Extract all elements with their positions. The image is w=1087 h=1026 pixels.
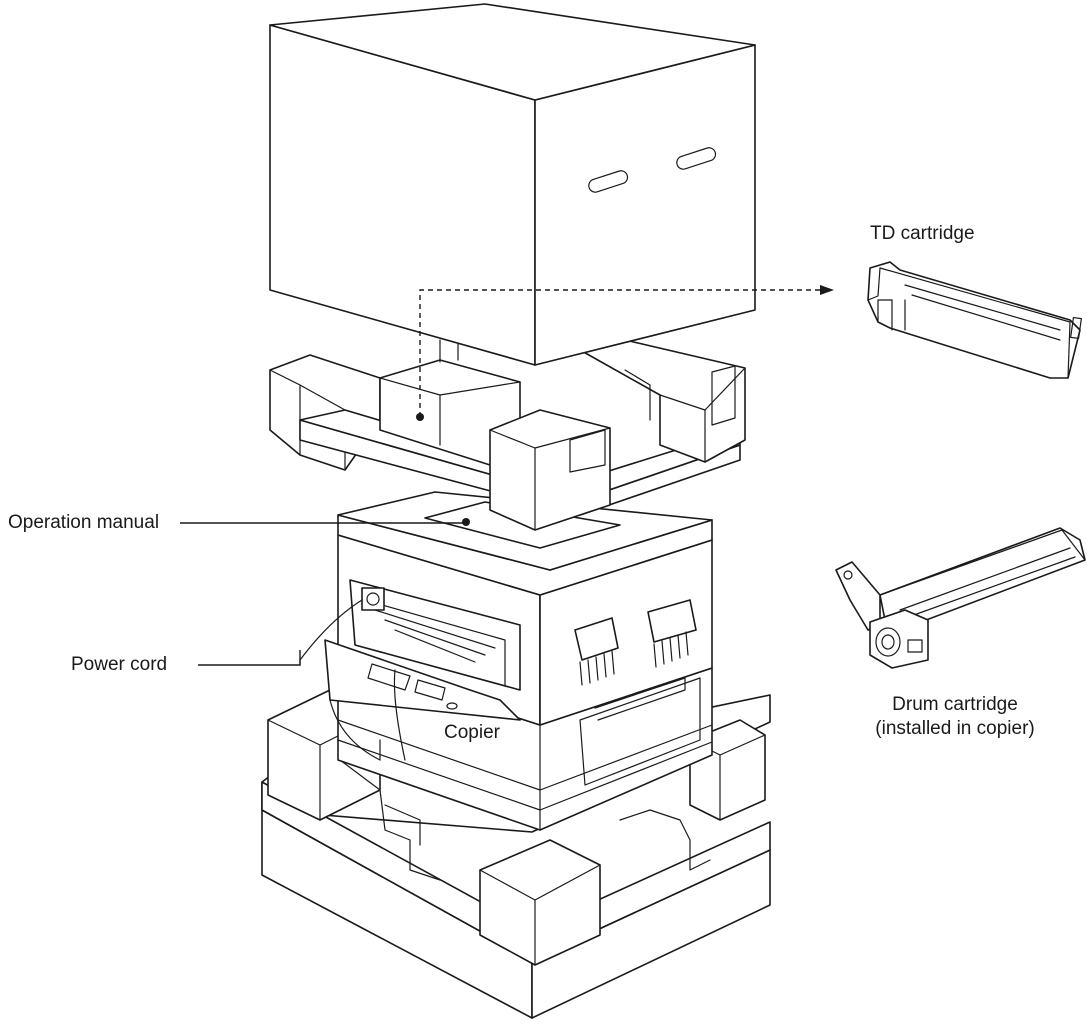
power-cord-leader: [198, 650, 301, 666]
bottom-tray: [261, 689, 771, 1019]
td-cartridge-drawing: [867, 261, 1082, 379]
drum-cartridge-drawing: [835, 527, 1086, 669]
outer-carton: [269, 3, 756, 366]
td-cartridge-leader: [419, 289, 822, 417]
td-cartridge-label: TD cartridge: [870, 223, 975, 244]
copier-label: Copier: [444, 722, 500, 743]
operation-manual-dot: [462, 518, 470, 526]
drum-cartridge-label-line1: Drum cartridge: [892, 694, 1018, 715]
operation-manual-label: Operation manual: [8, 512, 160, 533]
drum-cartridge-label-line2: (installed in copier): [875, 718, 1035, 739]
drum-cartridge-label: Drum cartridge (installed in copier): [860, 693, 1050, 741]
top-foam-insert: [269, 339, 746, 531]
td-cartridge-arrowhead: [820, 285, 834, 295]
power-cord-label: Power cord: [71, 654, 168, 675]
